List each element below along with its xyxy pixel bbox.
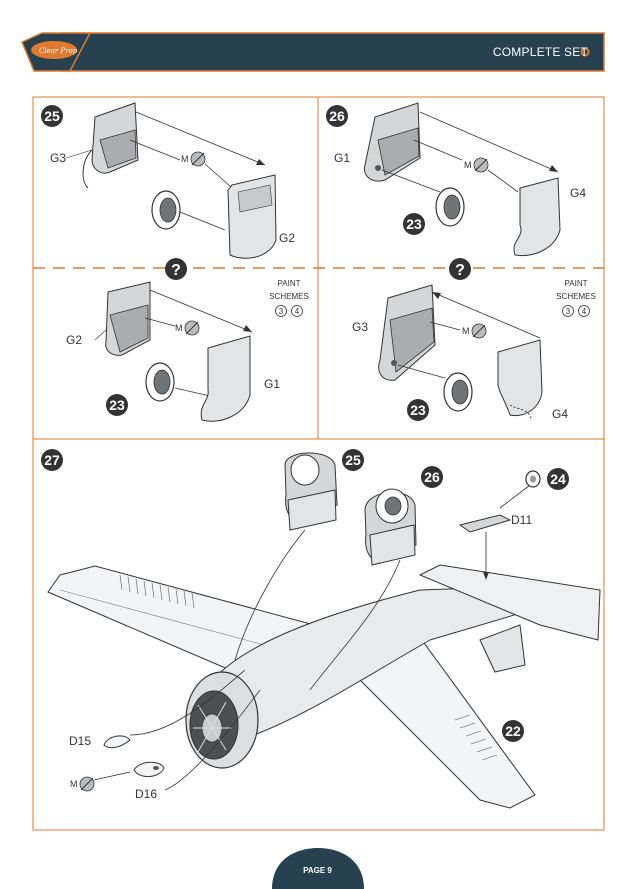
step-25-badge (41, 105, 63, 127)
part-d16 (133, 761, 165, 777)
svg-text:Clear Prop: Clear Prop (39, 47, 78, 55)
header-bar: Clear Prop (21, 32, 605, 72)
paint-code-m: M (464, 160, 472, 170)
scheme-4: 4 (295, 307, 300, 316)
part-label-g1: G1 (264, 377, 280, 391)
step-26-panel: 26 G1 M 23 G4 (326, 102, 586, 257)
step-27-frame (32, 438, 605, 831)
part-label-g4: G4 (552, 407, 568, 421)
step-23-badge (403, 213, 425, 235)
header-dot-icon (580, 47, 590, 57)
gear-door-g4 (513, 177, 561, 257)
scheme-3: 3 (566, 307, 571, 316)
step-23-ref: 23 (406, 216, 422, 232)
step-26-badge (326, 105, 348, 127)
scheme-3: 3 (279, 307, 284, 316)
step-22-ref-badge (502, 720, 524, 742)
step-27-number: 27 (44, 452, 60, 468)
step-25-number: 25 (44, 108, 60, 124)
step-26-ref: 26 (424, 469, 440, 485)
step-24-ref: 24 (550, 471, 566, 487)
paint-schemes-label-line1: PAINT (565, 279, 588, 288)
step-27-panel: 27 (41, 449, 601, 809)
gear-door-g1-alt (200, 335, 251, 422)
part-label-g4: G4 (570, 186, 586, 200)
paint-code-m: M (181, 154, 189, 164)
part-label-g2: G2 (66, 333, 82, 347)
step-23-badge (407, 399, 429, 421)
step-23-ref: 23 (109, 397, 125, 413)
scheme-4: 4 (582, 307, 587, 316)
alt-variant-left: ? G2 M 23 G1 PAINT SCHEMES 3 4 (66, 258, 309, 422)
gear-door-g4-alt (497, 339, 543, 417)
step-26-ref-badge (421, 466, 443, 488)
part-d11 (458, 514, 512, 533)
svg-text:?: ? (455, 262, 465, 279)
part-label-g2: G2 (279, 231, 295, 245)
part-label-d11: D11 (511, 513, 532, 527)
step-23-ref: 23 (410, 402, 426, 418)
header-title: COMPLETE SET (492, 45, 588, 59)
step-23-badge (106, 394, 128, 416)
question-icon (165, 258, 187, 280)
paint-code-m: M (175, 323, 183, 333)
step-24-ref-badge (547, 468, 569, 490)
step-25-ref-badge (342, 449, 364, 471)
paint-code-m: M (70, 779, 78, 789)
part-label-g1: G1 (334, 151, 350, 165)
step-25-panel: 25 G3 M G2 (41, 102, 295, 259)
alt-variant-right: ? G3 M 23 G4 PAINT SCHEMES 3 4 (352, 258, 596, 421)
paint-code-m: M (462, 326, 470, 336)
paint-schemes-label-line2: SCHEMES (556, 292, 596, 301)
paint-schemes-label-line1: PAINT (278, 279, 301, 288)
svg-text:?: ? (171, 262, 181, 279)
page-number: PAGE 9 (303, 866, 332, 875)
step-22-ref: 22 (505, 723, 521, 739)
step-27-badge (41, 449, 63, 471)
aircraft-tail (418, 564, 601, 641)
part-d15 (103, 735, 131, 749)
part-label-d16: D16 (135, 787, 157, 801)
part-label-d15: D15 (69, 734, 91, 748)
step-25-ref: 25 (345, 452, 361, 468)
footer-page-tab (272, 848, 364, 889)
brand-logo: Clear Prop (31, 41, 78, 59)
part-label-g3: G3 (352, 320, 368, 334)
paint-schemes-label-line2: SCHEMES (269, 292, 309, 301)
part-label-g3: G3 (50, 151, 66, 165)
step-26-number: 26 (329, 108, 345, 124)
question-icon (449, 258, 471, 280)
